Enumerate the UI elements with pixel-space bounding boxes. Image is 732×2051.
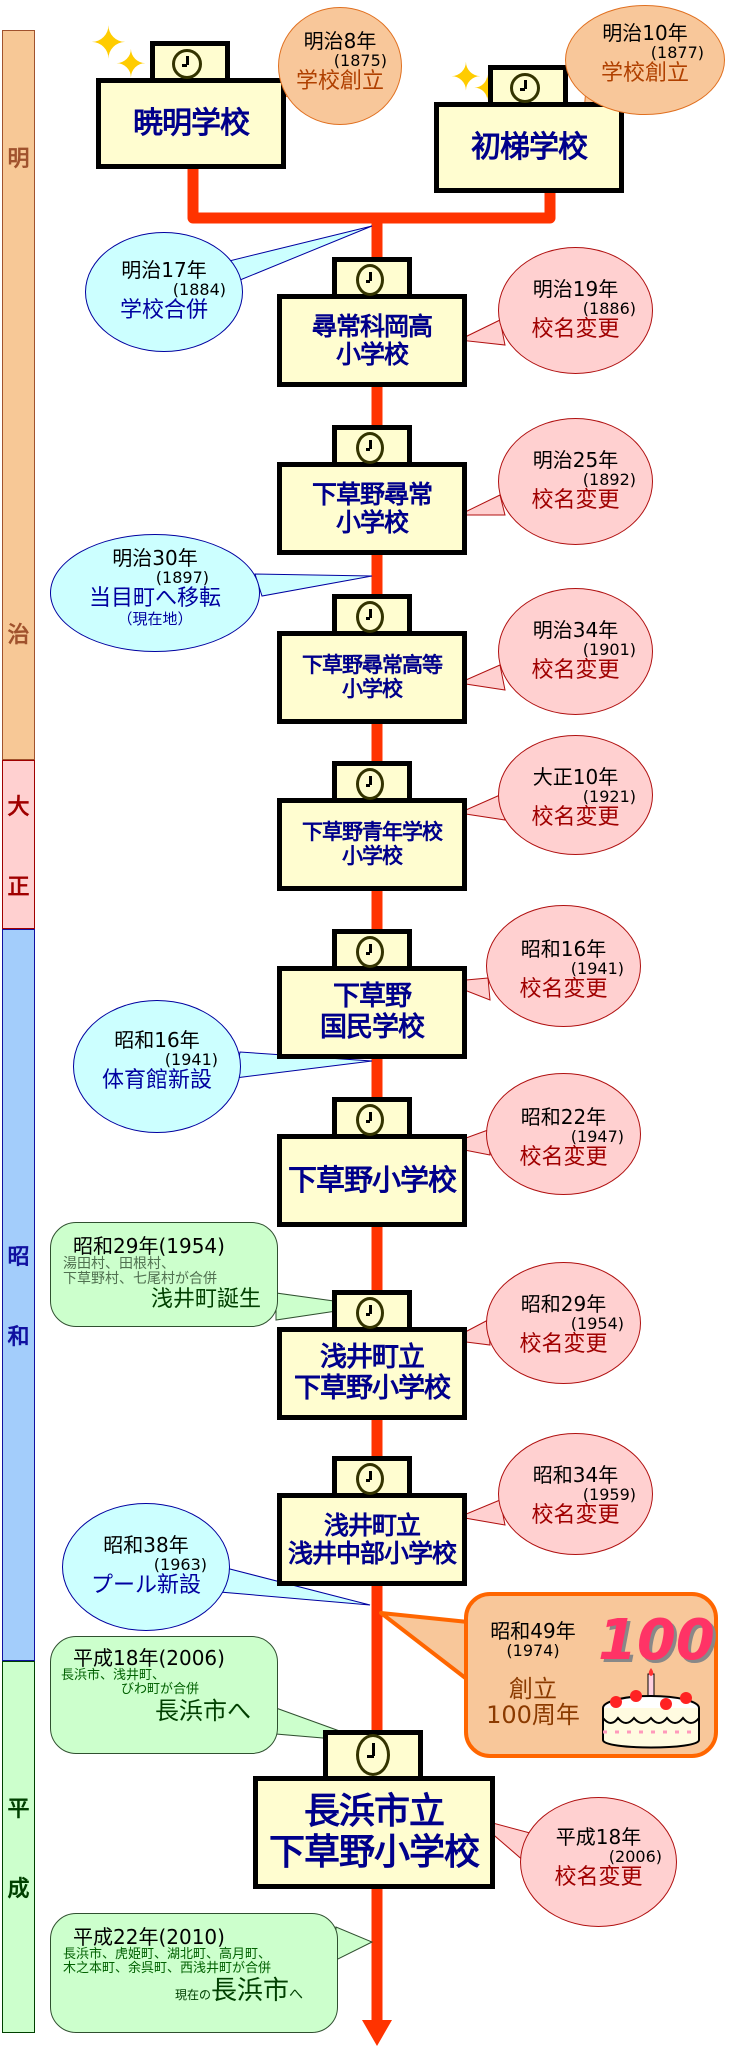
rename-callout: 昭和16年 (1941) 校名変更	[486, 905, 641, 1027]
sparkle-icon: ✦	[450, 55, 482, 99]
school-name: 下草野	[333, 981, 412, 1013]
clock-icon	[356, 1297, 384, 1329]
school-name: 小学校	[335, 507, 409, 537]
timeline-branch-right	[377, 190, 556, 224]
school-building: 長浜市立 下草野小学校	[253, 1730, 495, 1889]
school-building: 下草野尋常高等 小学校	[277, 594, 467, 724]
school-name: 初梯学校	[471, 129, 588, 165]
school-building: 下草野 国民学校	[277, 929, 467, 1059]
event-callout: 明治30年 (1897) 当目町へ移転 （現在地）	[50, 534, 260, 652]
era-char: 平	[7, 1797, 30, 1822]
clock-icon	[510, 73, 540, 103]
clock-icon	[356, 601, 384, 633]
school-building: 下草野小学校	[277, 1097, 467, 1227]
callout-tail	[335, 1926, 374, 1961]
school-name: 小学校	[335, 339, 409, 369]
merger-callout: 平成22年(2010) 長浜市、虎姫町、湖北町、高月町、 木之本町、余呉町、西浅…	[50, 1913, 338, 2033]
school-name: 国民学校	[320, 1011, 425, 1043]
school-name: 暁明学校	[133, 105, 250, 141]
sparkle-icon: ✦	[90, 18, 127, 69]
merger-callout: 平成18年(2006) 長浜市、浅井町、 びわ町が合併 長浜市へ	[50, 1636, 278, 1754]
clock-icon	[356, 1734, 390, 1776]
timeline-arrowhead	[362, 2020, 392, 2046]
era-char: 成	[7, 1877, 30, 1902]
era-char: 正	[7, 874, 30, 900]
era-char: 昭	[7, 1245, 30, 1270]
sparkle-icon: ✦	[115, 42, 147, 86]
birthday-cake-icon	[602, 1668, 700, 1749]
school-name: 浅井町立	[323, 1510, 421, 1540]
era-taisho: 大 正	[2, 760, 35, 929]
era-char: 大	[7, 794, 30, 820]
callout-tail	[254, 573, 373, 597]
merger-callout: 昭和29年(1954) 湯田村、田根村、 下草野村、七尾村が合併 浅井町誕生	[50, 1222, 278, 1327]
anniversary-callout: 昭和49年 (1974) 創立 100周年 100	[464, 1592, 718, 1758]
clock-icon	[356, 936, 384, 968]
school-name: 下草野小学校	[287, 1163, 457, 1198]
rename-callout: 昭和34年 (1959) 校名変更	[498, 1433, 653, 1555]
era-char: 明	[7, 147, 30, 172]
era-char: 治	[7, 623, 30, 648]
school-name: 下草野小学校	[294, 1372, 451, 1404]
school-building: 初梯学校	[434, 65, 624, 193]
clock-icon	[356, 432, 384, 464]
event-callout: 昭和16年 (1941) 体育館新設	[73, 1000, 241, 1133]
school-building: 下草野尋常 小学校	[277, 425, 467, 555]
school-name: 小学校	[342, 676, 403, 701]
founding-callout: 明治8年 (1875) 学校創立	[278, 7, 402, 125]
rename-callout: 大正10年 (1921) 校名変更	[498, 735, 653, 855]
school-name: 浅井中部小学校	[287, 1538, 457, 1568]
school-name: 下草野小学校	[268, 1831, 480, 1873]
era-char: 和	[7, 1325, 30, 1350]
school-name: 下草野尋常	[311, 479, 433, 509]
school-name: 小学校	[342, 843, 403, 868]
callout-tail	[457, 664, 506, 691]
school-building: 暁明学校	[96, 41, 286, 169]
anniversary-badge-number: 100	[598, 1608, 715, 1673]
founding-callout: 明治10年 (1877) 学校創立	[565, 5, 725, 115]
clock-icon	[356, 1463, 384, 1495]
event-callout: 昭和38年 (1963) プール新設	[62, 1503, 230, 1631]
rename-callout: 昭和29年 (1954) 校名変更	[486, 1262, 641, 1384]
school-name: 長浜市立	[303, 1791, 445, 1833]
rename-callout: 明治19年 (1886) 校名変更	[498, 247, 653, 374]
school-building: 下草野青年学校 小学校	[277, 761, 467, 891]
rename-callout: 明治34年 (1901) 校名変更	[498, 588, 653, 715]
school-building: 尋常科岡高 小学校	[277, 257, 467, 387]
school-building: 浅井町立 浅井中部小学校	[277, 1456, 467, 1586]
clock-icon	[172, 49, 202, 79]
school-name: 浅井町立	[320, 1342, 425, 1374]
event-callout: 明治17年 (1884) 学校合併	[85, 232, 243, 352]
era-heisei: 平 成	[2, 1661, 35, 2033]
era-meiji: 明 治	[2, 30, 35, 760]
clock-icon	[356, 1104, 384, 1136]
rename-callout: 明治25年 (1892) 校名変更	[498, 418, 653, 545]
rename-callout: 昭和22年 (1947) 校名変更	[486, 1073, 641, 1195]
school-name: 下草野青年学校	[302, 819, 443, 844]
callout-tail	[458, 494, 506, 516]
timeline-branch-left	[187, 165, 377, 224]
era-showa: 昭 和	[2, 929, 35, 1661]
rename-callout: 平成18年 (2006) 校名変更	[520, 1797, 677, 1927]
callout-tail	[379, 1611, 470, 1682]
school-name: 尋常科岡高	[311, 311, 433, 341]
school-name: 下草野尋常高等	[302, 652, 443, 677]
clock-icon	[356, 264, 384, 296]
school-building: 浅井町立 下草野小学校	[277, 1290, 467, 1420]
clock-icon	[356, 768, 384, 800]
